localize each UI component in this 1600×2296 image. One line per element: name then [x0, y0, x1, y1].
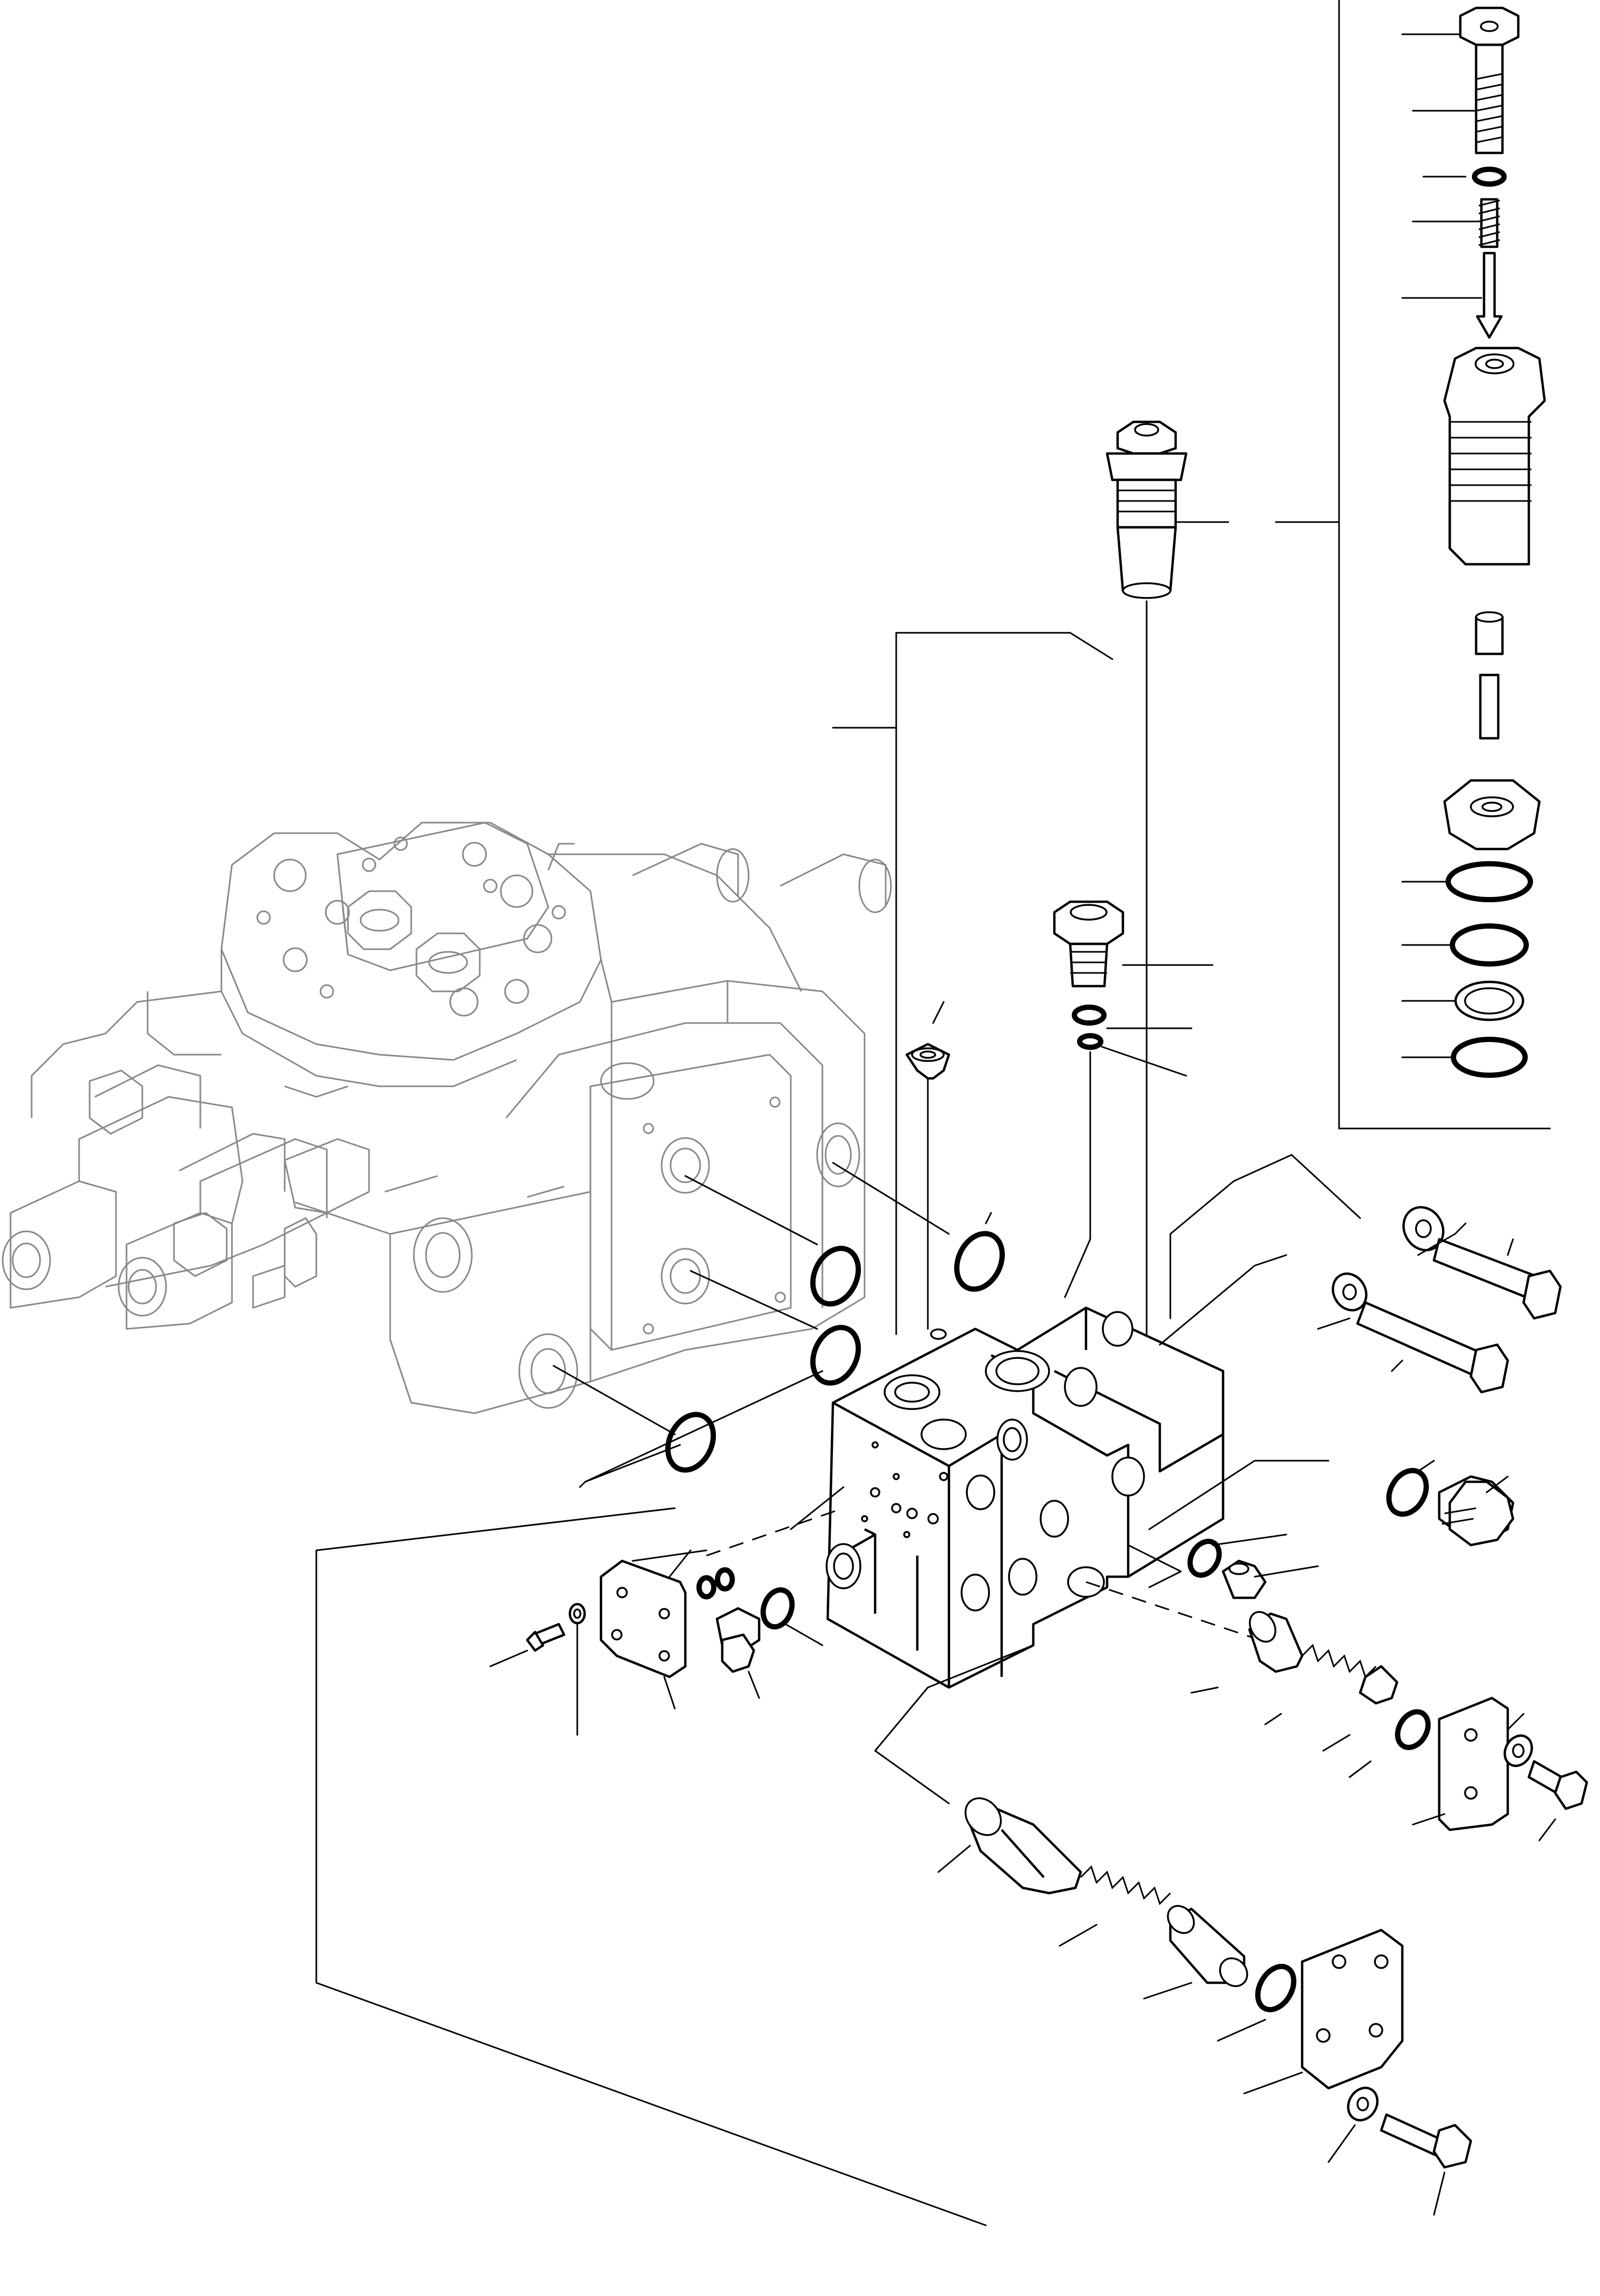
left-cover-assembly	[489, 1486, 845, 1736]
interface-o-rings	[552, 1162, 1005, 1483]
relief-valve-body	[826, 1306, 1225, 1689]
right-plug-assembly	[1127, 1460, 1515, 1588]
relief-plug	[1053, 900, 1214, 1298]
long-bolts	[1159, 1154, 1562, 1394]
relief-cartridge-detail	[1275, 0, 1551, 1130]
check-valve-parts	[1085, 1533, 1588, 1841]
top-relief-valve	[1106, 420, 1229, 1304]
small-plug	[905, 1001, 951, 1330]
lower-spool-assembly	[315, 1507, 1472, 2226]
control-valve-housing	[2, 822, 892, 1414]
leader-lines	[579, 632, 1148, 1488]
